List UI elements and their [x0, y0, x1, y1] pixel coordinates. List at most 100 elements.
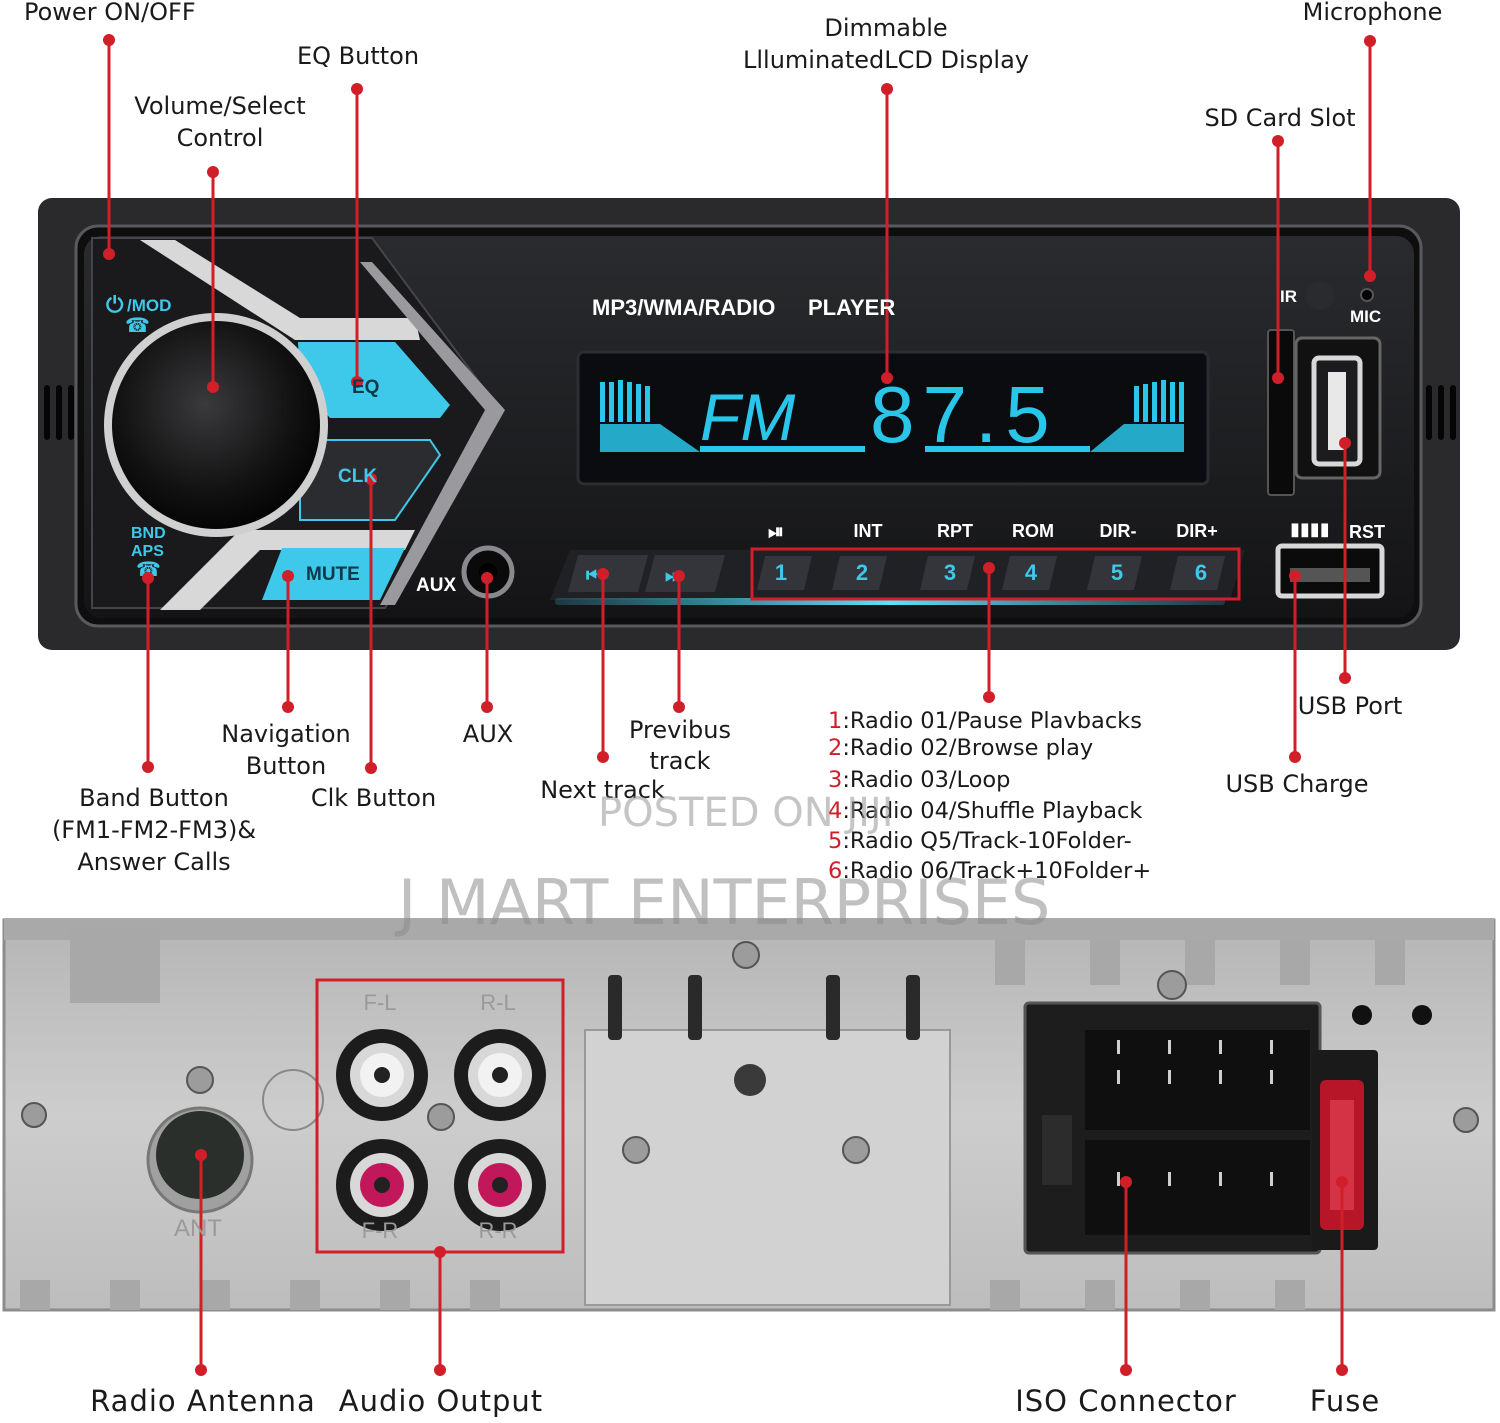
preset-number-2: 2 — [856, 560, 868, 585]
model-title-right: PLAYER — [808, 295, 895, 320]
ir-label: IR — [1280, 287, 1297, 306]
play-pause-icon: ⏯ — [768, 521, 784, 543]
eq-label: EQ — [352, 377, 379, 398]
function-text: :Radio 06/Track+10Folder+ — [842, 858, 1152, 884]
function-text: :Radio 02/Browse play — [842, 735, 1094, 761]
callout-nav-line1: Navigation — [221, 720, 351, 748]
front-panel: ⏻ ☎ ☎ ⏮ ⏭ ⏯ — [38, 198, 1460, 650]
battery-icon: ▮▮▮▮ — [1290, 519, 1330, 539]
callout-volume-line1: Volume/Select — [134, 92, 306, 120]
rst-label: RST — [1349, 522, 1385, 542]
phone-icon: ☎ — [125, 315, 150, 337]
center-bracket — [584, 1029, 951, 1306]
preset-number-5: 5 — [1111, 560, 1123, 585]
callout-radio-antenna: Radio Antenna — [90, 1384, 316, 1418]
aps-label: APS — [131, 543, 164, 560]
phone-answer-icon: ☎ — [136, 559, 161, 581]
function-text: :Radio 03/Loop — [842, 767, 1011, 793]
callout-band-line2: (FM1-FM2-FM3)& — [51, 816, 257, 844]
int-label: INT — [854, 521, 883, 541]
usb-port-tongue — [1328, 372, 1346, 450]
screws — [21, 941, 1479, 1164]
rear-panel — [2, 918, 1496, 1312]
left-vent — [44, 385, 74, 440]
callout-power: Power ON/OFF — [24, 0, 196, 26]
center-hole — [734, 1064, 766, 1096]
function-text: :Radio Q5/Track-10Folder- — [842, 828, 1132, 854]
power-icon[interactable]: ⏻ — [106, 292, 124, 317]
lcd-band-readout: FM — [700, 380, 795, 454]
callout-microphone: Microphone — [1302, 0, 1443, 26]
callout-band-line3: Answer Calls — [77, 848, 231, 876]
function-item-2: 2:Radio 02/Browse play — [828, 733, 1093, 763]
callout-band-line1: Band Button — [79, 784, 229, 812]
mic-hole — [1360, 288, 1374, 302]
function-number: 6 — [828, 858, 843, 884]
callout-usb-port: USB Port — [1297, 692, 1403, 720]
rca-jacks — [336, 1029, 546, 1231]
function-number: 1 — [828, 708, 843, 734]
preset-button-6[interactable] — [1170, 556, 1225, 590]
lcd-right-bars — [925, 380, 1184, 452]
callout-lines — [107, 40, 1372, 1370]
preset-button-4[interactable] — [1002, 556, 1057, 590]
next-track-button[interactable] — [645, 555, 725, 592]
usb-charge-tongue — [1290, 568, 1370, 582]
volume-knob[interactable] — [112, 321, 320, 529]
rpt-label: RPT — [937, 521, 973, 541]
mount-hole-2 — [1412, 1005, 1432, 1025]
function-item-4: 4:Radio 04/Shuffle Playback — [828, 796, 1142, 826]
mute-button[interactable] — [262, 548, 405, 600]
aux-port-label: AUX — [416, 575, 456, 596]
preset-button-5[interactable] — [1087, 556, 1142, 590]
function-item-6: 6:Radio 06/Track+10Folder+ — [828, 856, 1151, 886]
vent-slots — [608, 975, 920, 1040]
model-title-left: MP3/WMA/RADIO — [592, 295, 775, 320]
mount-hole-1 — [1352, 1005, 1372, 1025]
mod-label: /MOD — [127, 296, 171, 315]
jack-label-fr: F-R — [362, 1218, 399, 1243]
function-number: 5 — [828, 828, 843, 854]
callout-eq: EQ Button — [296, 42, 420, 70]
callout-dots — [103, 34, 1376, 1376]
callout-prev-line2: track — [649, 747, 711, 775]
callout-iso-connector: ISO Connector — [1015, 1384, 1237, 1418]
function-text: :Radio 01/Pause Plavbacks — [842, 708, 1142, 734]
callout-display-line1: Dimmable — [824, 14, 948, 42]
callout-clk: Clk Button — [310, 784, 437, 812]
ir-sensor — [1306, 282, 1334, 310]
callout-sd-card: SD Card Slot — [1204, 104, 1356, 132]
preset-buttons — [757, 556, 1225, 590]
function-text: :Radio 04/Shuffle Playback — [842, 798, 1143, 824]
preset-button-1[interactable] — [757, 556, 812, 590]
chrome-stripe-upper — [140, 240, 420, 340]
callout-prev-line1: Previbus — [629, 716, 731, 744]
preset-number-6: 6 — [1195, 560, 1207, 585]
dir-plus-label: DIR+ — [1176, 521, 1218, 541]
dir-minus-label: DIR- — [1100, 521, 1137, 541]
jack-label-fl: F-L — [364, 990, 397, 1015]
mic-label: MIC — [1350, 307, 1381, 326]
preset-button-3[interactable] — [920, 556, 975, 590]
sd-card-slot[interactable] — [1267, 329, 1295, 496]
mute-label: MUTE — [306, 564, 360, 585]
iso-pins — [1117, 1040, 1273, 1186]
qc-seal — [262, 1069, 324, 1131]
eq-button[interactable] — [298, 342, 450, 418]
clk-label: CLK — [338, 466, 377, 487]
antenna-label: ANT — [174, 1215, 222, 1242]
function-item-1: 1:Radio 01/Pause Plavbacks — [828, 706, 1142, 736]
function-item-5: 5:Radio Q5/Track-10Folder- — [828, 826, 1132, 856]
preset-button-2[interactable] — [832, 556, 887, 590]
jack-label-rl: R-L — [480, 990, 515, 1015]
preset-number-3: 3 — [944, 560, 956, 585]
callout-display-line2: LlluminatedLCD Display — [743, 46, 1029, 74]
chassis-top-lip — [4, 918, 1494, 940]
callout-next-track: Next track — [540, 776, 665, 804]
preset-number-4: 4 — [1025, 560, 1038, 585]
chrome-right-edge — [360, 262, 505, 605]
function-number: 3 — [828, 767, 843, 793]
jack-label-rr: R-R — [478, 1218, 517, 1243]
